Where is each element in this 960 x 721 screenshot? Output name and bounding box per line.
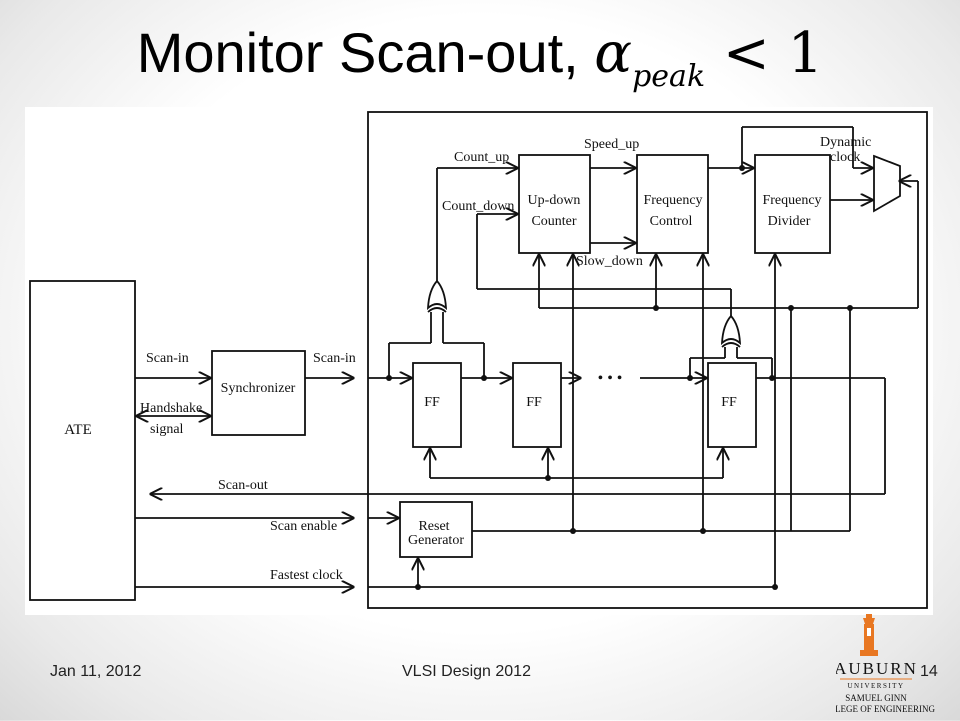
title-operator: < 1 bbox=[705, 21, 824, 86]
ff3-block bbox=[707, 362, 757, 448]
logo-college-1: SAMUEL GINN bbox=[845, 693, 907, 703]
xor-gate-icon bbox=[720, 314, 742, 348]
scan-enable-label: Scan enable bbox=[270, 519, 337, 534]
synchronizer-block bbox=[211, 350, 306, 436]
handshake-label-1: Handshake bbox=[140, 401, 202, 416]
handshake-label-2: signal bbox=[150, 422, 184, 437]
count-up-label: Count_up bbox=[454, 150, 509, 165]
ate-label: ATE bbox=[64, 422, 92, 438]
page-number: 14 bbox=[920, 663, 938, 680]
reset-label-1: Reset bbox=[418, 519, 449, 534]
freq-divider-label-1: Frequency bbox=[762, 193, 821, 208]
diagram-panel: ATE Synchronizer Up-down Counter Frequen… bbox=[25, 107, 933, 615]
freq-divider-label-2: Divider bbox=[768, 214, 811, 229]
ff1-label: FF bbox=[424, 395, 440, 410]
count-down-label: Count_down bbox=[442, 199, 514, 214]
tower-icon bbox=[860, 614, 878, 656]
ff2-block bbox=[512, 362, 562, 448]
title-subscript: peak bbox=[632, 59, 706, 94]
circuit-diagram: ATE Synchronizer Up-down Counter Frequen… bbox=[29, 111, 928, 609]
freq-control-label-2: Control bbox=[650, 214, 693, 229]
synchronizer-label: Synchronizer bbox=[221, 381, 296, 396]
logo-college-2: COLLEGE OF ENGINEERING bbox=[836, 704, 935, 714]
frequency-control-block bbox=[636, 154, 709, 254]
chip-boundary bbox=[367, 111, 928, 609]
junction-dots bbox=[386, 165, 853, 590]
ate-block bbox=[29, 280, 136, 601]
scan-in-ate-label: Scan-in bbox=[146, 351, 189, 366]
counter-label-1: Up-down bbox=[528, 193, 581, 208]
dynamic-clock-label-2: clock bbox=[830, 150, 860, 165]
footer-date: Jan 11, 2012 bbox=[50, 663, 142, 680]
footer-center: VLSI Design 2012 bbox=[402, 663, 531, 680]
fastest-clock-label: Fastest clock bbox=[270, 568, 343, 583]
logo-sub: UNIVERSITY bbox=[848, 682, 905, 690]
ff2-label: FF bbox=[526, 395, 542, 410]
reset-label-2: Generator bbox=[408, 533, 464, 548]
dynamic-clock-label-1: Dynamic bbox=[820, 135, 871, 150]
xor-gate-icon bbox=[426, 279, 448, 313]
slide-title: Monitor Scan-out, αpeak < 1 bbox=[0, 22, 960, 93]
title-symbol: α bbox=[594, 21, 633, 86]
frequency-divider-block bbox=[754, 154, 831, 254]
up-down-counter-block bbox=[518, 154, 591, 254]
title-text: Monitor Scan-out, bbox=[136, 21, 595, 84]
slow-down-label: Slow_down bbox=[576, 254, 643, 269]
counter-label-2: Counter bbox=[531, 214, 576, 229]
chain-ellipsis: • • • bbox=[598, 370, 623, 387]
freq-control-label-1: Frequency bbox=[643, 193, 702, 208]
reset-generator-block bbox=[399, 501, 473, 558]
auburn-logo: AUBURN UNIVERSITY SAMUEL GINN COLLEGE OF… bbox=[817, 612, 956, 716]
scan-in-sync-label: Scan-in bbox=[313, 351, 356, 366]
scan-out-label: Scan-out bbox=[218, 478, 268, 493]
mux-icon bbox=[873, 154, 901, 213]
speed-up-label: Speed_up bbox=[584, 137, 639, 152]
logo-name: AUBURN bbox=[836, 659, 918, 678]
ff3-label: FF bbox=[721, 395, 737, 410]
ff1-block bbox=[412, 362, 462, 448]
